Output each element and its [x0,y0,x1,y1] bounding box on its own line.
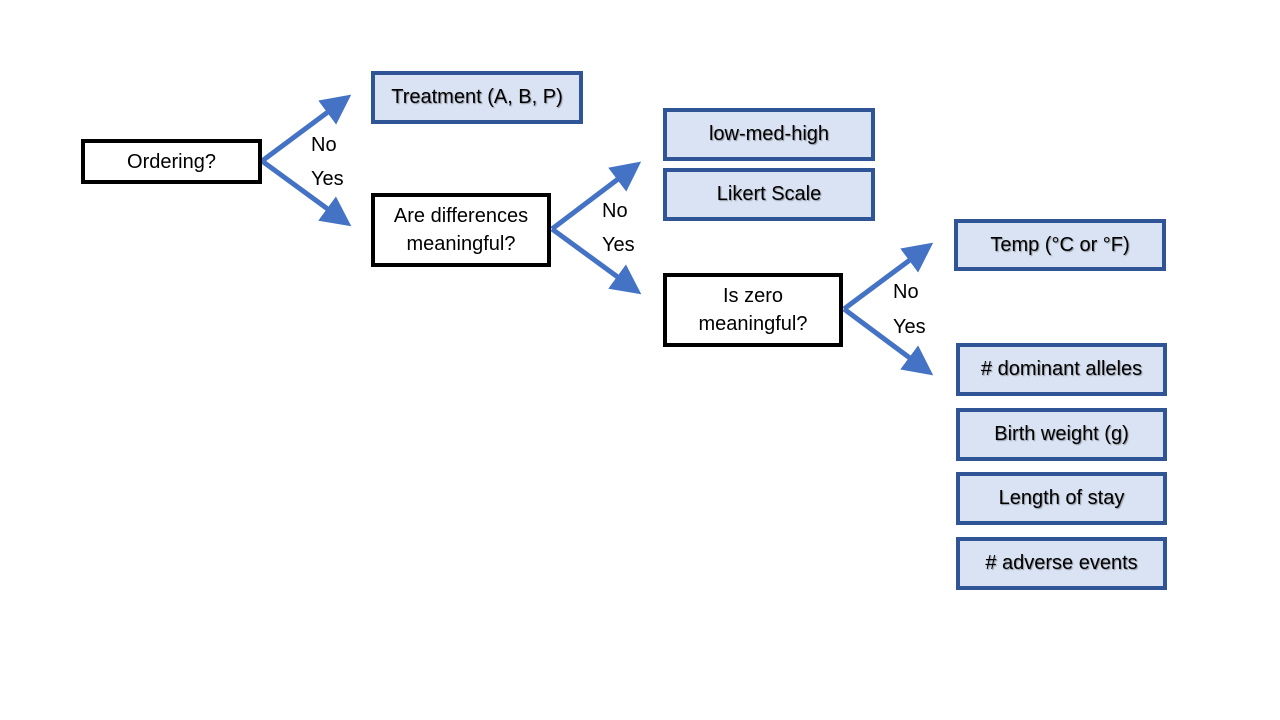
outcome-adverse-events-text: # adverse events [985,552,1138,574]
arrow-zero-no [842,242,934,312]
label-differences-no: No [602,200,628,222]
arrow-ordering-no [260,94,352,164]
outcome-treatment: Treatment (A, B, P) [371,71,583,124]
arrow-differences-no [550,161,642,231]
outcome-birth-weight-text: Birth weight (g) [994,423,1129,445]
question-zero-meaningful: Is zero meaningful? [663,273,843,347]
arrow-zero-yes [842,306,934,376]
outcome-treatment-text: Treatment (A, B, P) [391,86,563,108]
question-differences-line1: Are differences [393,205,529,227]
outcome-birth-weight: Birth weight (g) [956,408,1167,461]
label-differences-yes: Yes [602,234,635,256]
outcome-temp-text: Temp (°C or °F) [990,233,1130,256]
outcome-likert-scale-text: Likert Scale [716,183,822,205]
outcome-dominant-alleles-text: # dominant alleles [980,358,1143,380]
label-zero-yes: Yes [893,316,926,338]
outcome-low-med-high-text: low-med-high [708,123,830,145]
label-ordering-yes: Yes [311,168,344,190]
label-ordering-no: No [311,134,337,156]
question-zero-line2: meaningful? [698,313,808,335]
outcome-low-med-high: low-med-high [663,108,875,161]
question-ordering-text: Ordering? [127,150,216,173]
question-zero-line1: Is zero [722,285,784,307]
outcome-adverse-events: # adverse events [956,537,1167,590]
question-differences-meaningful: Are differences meaningful? [371,193,551,267]
label-zero-no: No [893,281,919,303]
outcome-temp: Temp (°C or °F) [954,219,1166,271]
outcome-dominant-alleles: # dominant alleles [956,343,1167,396]
outcome-length-of-stay: Length of stay [956,472,1167,525]
question-ordering: Ordering? [81,139,262,184]
arrow-ordering-yes [260,158,352,227]
outcome-likert-scale: Likert Scale [663,168,875,221]
question-differences-line2: meaningful? [406,233,516,255]
outcome-length-of-stay-text: Length of stay [998,487,1125,509]
arrow-differences-yes [550,226,642,295]
